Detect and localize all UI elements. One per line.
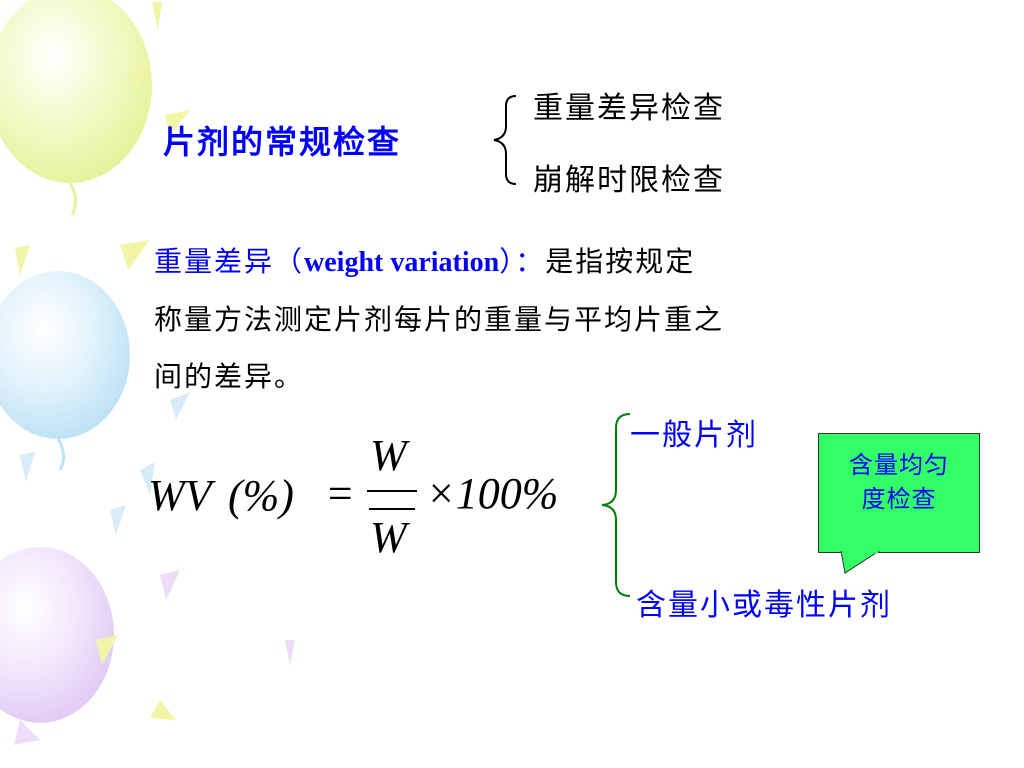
definition-line-3: 间的差异。 (154, 360, 305, 393)
formula-equals: = (325, 469, 355, 518)
curly-brace-top (493, 95, 517, 185)
formula-numerator: W (370, 431, 407, 480)
overline-bar (369, 508, 415, 510)
subitem-disintegration-check: 崩解时限检查 (533, 163, 725, 198)
definition-term-en: weight variation (304, 247, 500, 278)
balloon-green (0, 0, 152, 183)
fraction-bar (367, 490, 417, 492)
formula-paren: (%) (228, 471, 294, 520)
callout-pointer (840, 551, 880, 574)
balloon-blue (0, 271, 130, 439)
definition-line-1: 重量差异（weight variation）：是指按规定 (154, 233, 934, 291)
callout-line-1: 含量均匀 (849, 451, 949, 479)
definition-line-2: 称量方法测定片剂每片的重量与平均片重之 (154, 303, 725, 336)
tablet-type-low-content: 含量小或毒性片剂 (636, 588, 892, 623)
callout-line-2: 度检查 (861, 485, 937, 513)
main-topic: 片剂的常规检查 (163, 123, 402, 161)
subitem-weight-check: 重量差异检查 (533, 91, 725, 126)
definition-term: 重量差异（ (154, 245, 305, 278)
formula-times-100: ×100% (426, 469, 559, 518)
tablet-type-general: 一般片剂 (630, 418, 758, 453)
balloon-purple (0, 547, 114, 723)
curly-brace-large (601, 413, 631, 597)
definition-paragraph: 重量差异（weight variation）：是指按规定 称量方法测定片剂每片的… (154, 233, 934, 405)
definition-text-1: 是指按规定 (545, 245, 696, 278)
content-uniformity-callout: 含量均匀 度检查 (818, 433, 980, 553)
formula-denominator: W (370, 513, 407, 562)
formula-lhs: WV (148, 471, 212, 520)
definition-term-close: ）： (499, 245, 546, 278)
